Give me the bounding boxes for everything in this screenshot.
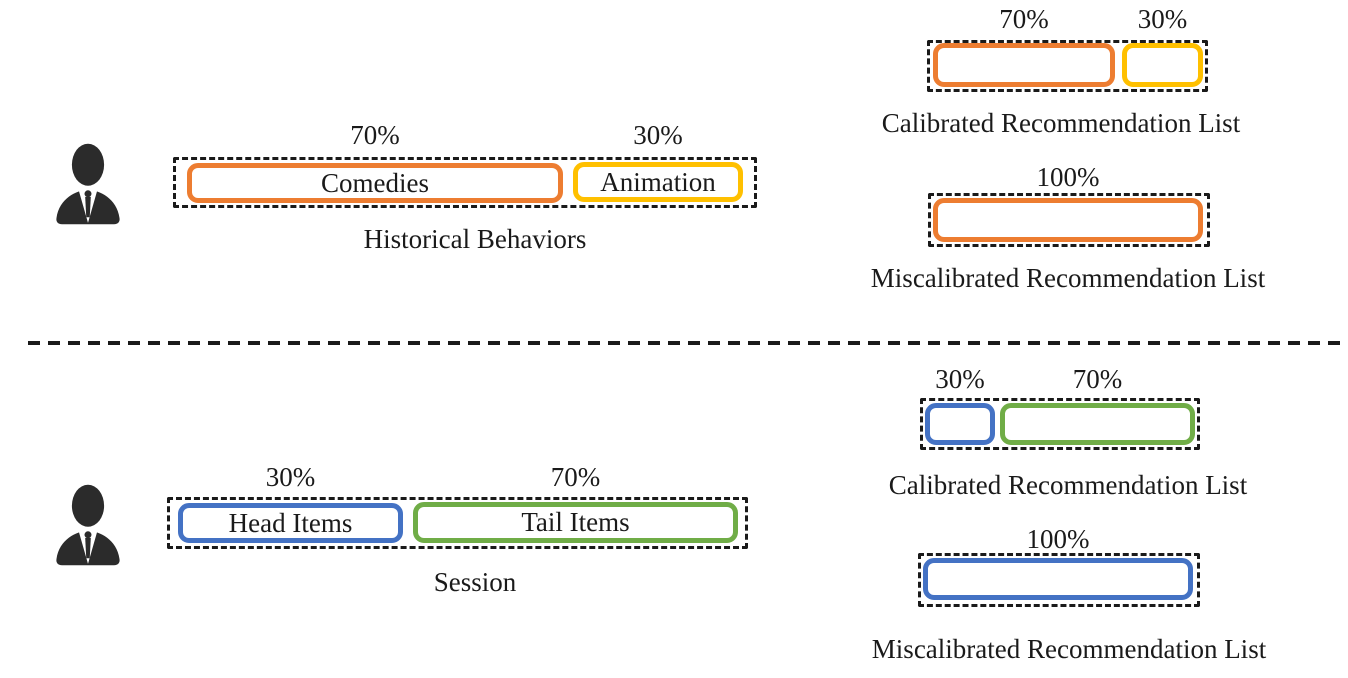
top-miscalibrated-orange-segment xyxy=(933,198,1203,242)
item-box-tail-items-label: Tail Items xyxy=(521,507,630,537)
percent-label-top-calibrated-left: 70% xyxy=(999,4,1049,34)
top-calibrated-orange-segment xyxy=(933,43,1115,87)
user-icon xyxy=(56,143,120,225)
bottom-miscalibrated-blue-segment xyxy=(923,558,1193,600)
bottom-calibrated-blue-segment xyxy=(925,403,995,445)
history-list-outline xyxy=(173,157,757,208)
percent-label-history-comedies: 70% xyxy=(350,120,400,150)
item-box-head-items-label: Head Items xyxy=(228,507,353,538)
item-box-head-items: Head Items xyxy=(178,503,403,543)
caption-top-miscalibrated: Miscalibrated Recommendation List xyxy=(870,263,1266,293)
percent-label-top-miscalibrated: 100% xyxy=(1036,162,1100,192)
percent-label-session-tail: 70% xyxy=(550,462,601,492)
session-list-outline xyxy=(167,497,748,549)
caption-top-calibrated: Calibrated Recommendation List xyxy=(881,108,1241,138)
caption-bottom-calibrated: Calibrated Recommendation List xyxy=(888,470,1248,500)
percent-label-bottom-calibrated-right: 70% xyxy=(1072,364,1123,394)
user-icon xyxy=(56,484,120,566)
bottom-calibrated-list-outline xyxy=(920,398,1200,450)
genre-box-animation-label: Animation xyxy=(600,166,716,197)
top-miscalibrated-list-outline xyxy=(928,193,1210,247)
percent-label-bottom-calibrated-left: 30% xyxy=(935,364,985,394)
caption-session: Session xyxy=(433,567,517,597)
section-divider xyxy=(28,341,1348,345)
top-calibrated-list-outline xyxy=(927,40,1208,92)
percent-label-history-animation: 30% xyxy=(633,120,683,150)
item-box-tail-items: Tail Items xyxy=(413,502,738,543)
genre-box-comedies: Comedies xyxy=(187,163,563,203)
percent-label-bottom-miscalibrated: 100% xyxy=(1026,524,1090,554)
caption-historical-behaviors: Historical Behaviors xyxy=(363,224,587,254)
genre-box-animation: Animation xyxy=(573,162,743,202)
percent-label-top-calibrated-right: 30% xyxy=(1137,4,1188,34)
percent-label-session-head: 30% xyxy=(265,462,316,492)
bottom-calibrated-green-segment xyxy=(1000,403,1195,445)
genre-box-comedies-label: Comedies xyxy=(321,167,429,198)
top-calibrated-yellow-segment xyxy=(1122,43,1203,87)
bottom-miscalibrated-list-outline xyxy=(918,553,1200,607)
caption-bottom-miscalibrated: Miscalibrated Recommendation List xyxy=(871,634,1267,664)
